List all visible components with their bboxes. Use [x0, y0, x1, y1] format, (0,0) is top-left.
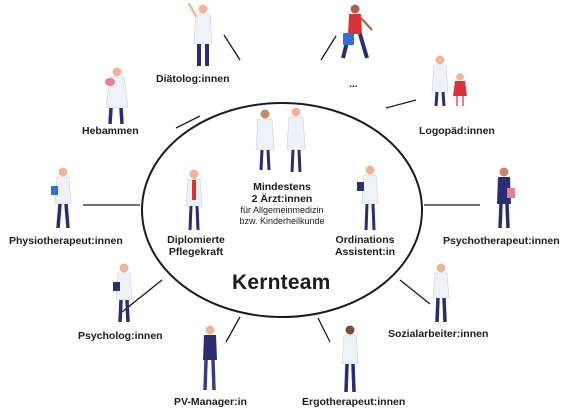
connector-ergotherapeut [317, 317, 331, 343]
role-label-logopaed: Logopäd:innen [419, 125, 495, 137]
connector-hebammen [175, 115, 201, 129]
doctors-label-line3: für Allgemeinmedizin [240, 205, 324, 215]
doctors-label-line2: 2 Ärzt:innen [251, 193, 313, 205]
physio-person-figure [51, 167, 72, 229]
nurse-figure [185, 169, 203, 231]
nurse-label-line2: Pflegekraft [168, 246, 224, 258]
nurse-label: Diplomierte Pflegekraft [156, 234, 236, 258]
diaetolog-person-figure [187, 2, 213, 66]
assistant-figure [357, 165, 379, 231]
connector-diaetolog [223, 34, 241, 61]
doctors-figure [255, 107, 306, 173]
connector-lines [83, 34, 480, 343]
psycholog-person-figure [113, 263, 133, 323]
connector-pv-manager [225, 316, 241, 343]
nurse-label-line1: Diplomierte [167, 234, 225, 246]
role-label-physio: Physiotherapeut:innen [9, 235, 123, 247]
sozialarbeiter-person-figure [432, 263, 450, 323]
assistant-label: Ordinations Assistent:in [325, 234, 405, 258]
pv-manager-person-figure [203, 325, 217, 391]
doctors-label: Mindestens 2 Ärzt:innen für Allgemeinmed… [222, 181, 342, 227]
role-label-ergotherapeut: Ergotherapeut:innen [302, 396, 406, 408]
role-label-hebammen: Hebammen [82, 125, 139, 137]
more-person-figure [341, 4, 373, 59]
role-label-diaetolog: Diätolog:innen [156, 73, 230, 85]
role-label-more: ... [349, 78, 358, 90]
role-label-psychotherapeut: Psychotherapeut:innen [443, 235, 560, 247]
doctors-label-line4: bzw. Kinderheilkunde [239, 216, 325, 226]
logopaed-person-figure [431, 55, 467, 107]
role-label-psycholog: Psycholog:innen [78, 330, 163, 342]
role-label-sozialarbeiter: Sozialarbeiter:innen [388, 328, 489, 340]
connector-logopaed [385, 99, 417, 109]
core-team-ellipse [141, 102, 423, 318]
role-label-pv-manager: PV-Manager:in [174, 396, 247, 408]
doctors-label-line1: Mindestens [253, 181, 311, 193]
assistant-label-line1: Ordinations [335, 234, 395, 246]
assistant-label-line2: Assistent:in [334, 246, 396, 258]
ergotherapeut-person-figure [341, 325, 359, 393]
psychotherapeut-person-figure [497, 167, 515, 229]
connector-sozialarbeiter [399, 279, 431, 305]
core-team-title: Kernteam [232, 271, 331, 294]
connector-more [320, 35, 337, 61]
hebammen-person-figure [105, 67, 129, 125]
